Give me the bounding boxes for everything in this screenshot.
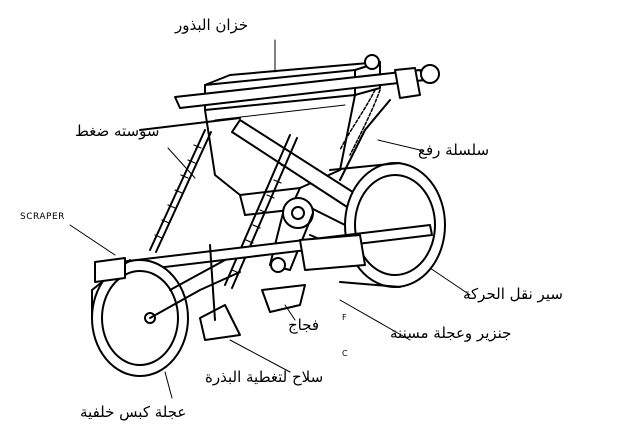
leader-lines: [69, 39, 471, 399]
label-seed-hopper: خزان البذور: [175, 16, 249, 34]
label-mark-c: C: [342, 349, 348, 358]
label-lift-chain: سلسلة رفع: [418, 141, 490, 159]
label-seed-cover-blade: سلاح لتغطية البذرة: [205, 368, 324, 386]
label-pressure-spring: سوسته ضغط: [75, 122, 160, 140]
rear-press-wheel: [91, 259, 241, 377]
label-mark-f: F: [342, 313, 347, 322]
label-rear-press-wheel: عجلة كبس خلفية: [80, 403, 187, 421]
label-scraper: SCRAPER: [20, 212, 65, 222]
lift-chain: [339, 89, 381, 156]
label-chain-sprocket: جنزير وعجلة مسننة: [390, 324, 512, 342]
lower-frame: [94, 224, 433, 276]
furrow-opener: [199, 244, 306, 341]
scraper-bar: [94, 257, 226, 291]
label-drive-belt: سير نقل الحركة: [463, 285, 563, 303]
label-furrow-opener: فجاج: [288, 316, 320, 334]
main-frame: [139, 54, 440, 131]
pressure-spring: [149, 129, 212, 253]
